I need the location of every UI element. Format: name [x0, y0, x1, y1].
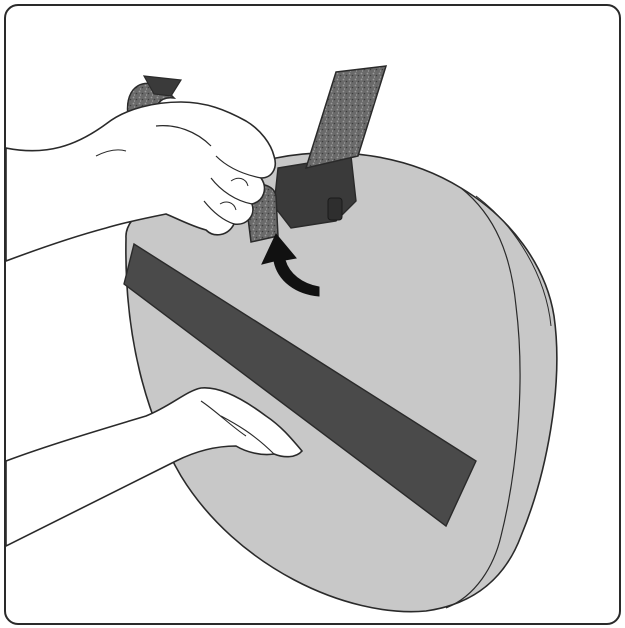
illustration-frame — [4, 4, 621, 625]
buckle-end — [328, 198, 342, 220]
illustration-canvas — [6, 6, 619, 623]
velcro-strap-vertical — [306, 66, 386, 168]
